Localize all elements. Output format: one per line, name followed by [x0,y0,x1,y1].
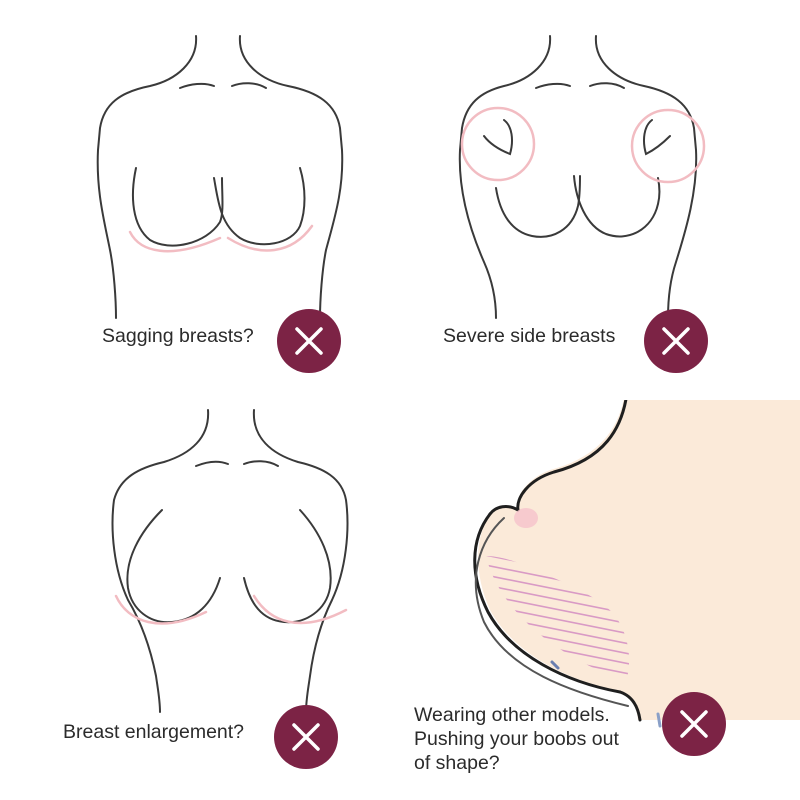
skin-area [478,400,800,720]
caption-sagging-breasts: Sagging breasts? [102,325,254,347]
torso-side-breasts-illustration [458,35,706,319]
reject-badge [662,692,726,756]
reject-badge [644,309,708,373]
caption-breast-enlargement: Breast enlargement? [63,721,245,743]
panel-wearing-other-models: Wearing other models. Pushing your boobs… [400,400,800,800]
x-mark-icon [292,723,320,751]
panel-severe-side-breasts: Severe side breasts [400,0,800,400]
caption-line-2: Pushing your boobs out [414,728,619,750]
side-profile-illustration [473,400,800,728]
caption-line-3: of shape? [414,752,500,774]
torso-enlargement-illustration [111,409,349,713]
caption-line-1: Wearing other models. [414,704,610,726]
reject-badge [274,705,338,769]
panel-breast-enlargement: Breast enlargement? [0,400,400,800]
panel-sagging-breasts: Sagging breasts? [0,0,400,400]
caption-severe-side-breasts: Severe side breasts [443,325,616,347]
x-mark-icon [662,327,690,355]
x-mark-icon [680,710,708,738]
reject-badge [277,309,341,373]
x-mark-icon [295,327,323,355]
torso-sagging-illustration [96,35,344,319]
